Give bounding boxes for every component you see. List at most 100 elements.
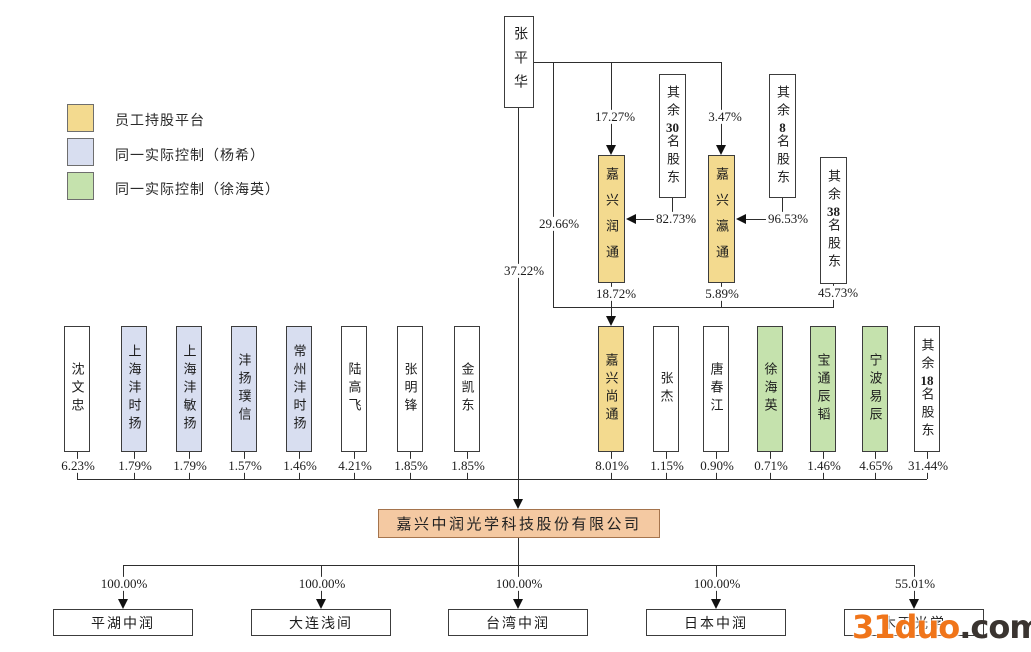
- subsidiary-pct: 100.00%: [98, 575, 150, 592]
- shareholder-box: 张明锋: [397, 326, 423, 452]
- shareholder-pct: 8.01%: [593, 457, 631, 474]
- shareholder-box: 宁波易辰: [862, 326, 888, 452]
- pct-qiyu8-to-yingtong: 96.53%: [765, 210, 811, 227]
- shareholder-box: 上海沣敏扬: [176, 326, 202, 452]
- shareholder-name: 沈文忠: [69, 362, 85, 416]
- shareholder-box: 宝通辰韬: [810, 326, 836, 452]
- entity-name-jiaxing-yingtong: 嘉兴瀛通: [714, 167, 729, 271]
- shareholder-box: 上海沣时扬: [121, 326, 147, 452]
- connector-zhang-to-runtong: [611, 62, 612, 145]
- watermark-brand: 31duo: [852, 608, 960, 646]
- other-18-pre: 其余: [919, 337, 935, 374]
- arrowhead-into-subsidiary: [316, 599, 326, 609]
- shareholder-pct: 31.44%: [905, 457, 951, 474]
- shareholder-name: 宝通辰韬: [815, 353, 831, 425]
- legend-swatch-esop: [67, 104, 94, 132]
- shareholder-name: 其余18名股东: [919, 337, 935, 441]
- shareholder-name: 常州沣时扬: [291, 344, 307, 434]
- entity-name-jiaxing-runtong: 嘉兴润通: [604, 167, 619, 271]
- shareholder-name: 唐春江: [708, 362, 724, 416]
- shareholder-box: 徐海英: [757, 326, 783, 452]
- other-8-post: 名股东: [775, 133, 790, 188]
- connector-qiyu8-to-yingtong: [746, 219, 782, 220]
- other-38-post: 名股东: [826, 218, 841, 272]
- connector-zhang-to-company: [518, 108, 519, 499]
- pct-yingtong-to-shangtong: 5.89%: [703, 285, 741, 302]
- shareholder-pct: 6.23%: [59, 457, 97, 474]
- other-30-post: 名股东: [665, 133, 680, 188]
- connector-into-shangtong: [611, 307, 612, 316]
- subsidiary-pct: 100.00%: [296, 575, 348, 592]
- shareholder-box: 金凯东: [454, 326, 480, 452]
- connector-top-horizontal: [534, 62, 722, 63]
- shareholder-box: 唐春江: [703, 326, 729, 452]
- legend-label-yangxi: 同一实际控制（杨希）: [115, 149, 265, 164]
- shareholder-pct: 1.15%: [648, 457, 686, 474]
- root-shareholder-name: 张平华: [512, 26, 527, 98]
- shareholder-pct: 4.21%: [336, 457, 374, 474]
- other-38-pre: 其余: [826, 169, 841, 205]
- entity-box-other-30-shareholders: 其余30名股东: [659, 74, 686, 198]
- subsidiary-name: 木下光学: [882, 616, 946, 632]
- other-8-num: 8: [779, 120, 786, 134]
- subsidiary-name: 日本中润: [684, 616, 748, 632]
- watermark: 31duo.com: [852, 608, 1031, 646]
- shareholder-name: 张杰: [658, 371, 674, 407]
- subsidiary-box: 平湖中润: [53, 609, 193, 636]
- entity-box-jiaxing-yingtong: 嘉兴瀛通: [708, 155, 735, 283]
- legend-label-esop: 员工持股平台: [115, 114, 205, 129]
- subsidiary-box: 木下光学: [844, 609, 984, 636]
- pct-zhang-to-runtong: 17.27%: [592, 108, 638, 125]
- connector-company-stem: [518, 538, 519, 565]
- other-18-num: 18: [920, 373, 934, 387]
- shareholder-pct: 4.65%: [857, 457, 895, 474]
- entity-name-other-30: 其余30名股东: [665, 84, 680, 188]
- connector-qiyu30-stem: [672, 198, 673, 219]
- connector-bus-shangtong: [553, 307, 834, 308]
- shareholder-name: 上海沣敏扬: [181, 344, 197, 434]
- arrowhead-into-runtong-side: [626, 214, 636, 224]
- root-shareholder-box: 张平华: [504, 16, 534, 108]
- entity-name-other-38: 其余38名股东: [826, 169, 841, 272]
- shareholder-box: 嘉兴尚通: [598, 326, 624, 452]
- shareholder-name: 宁波易辰: [867, 353, 883, 425]
- shareholder-box: 陆高飞: [341, 326, 367, 452]
- shareholder-pct: 1.85%: [392, 457, 430, 474]
- company-box: 嘉兴中润光学科技股份有限公司: [378, 509, 660, 538]
- shareholder-pct: 0.71%: [752, 457, 790, 474]
- subsidiary-name: 大连浅间: [289, 616, 353, 632]
- other-8-pre: 其余: [775, 84, 790, 121]
- pct-zhang-to-yingtong: 3.47%: [706, 108, 744, 125]
- shareholder-pct: 1.85%: [449, 457, 487, 474]
- other-30-pre: 其余: [665, 84, 680, 121]
- arrowhead-into-yingtong-side: [736, 214, 746, 224]
- shareholder-name: 徐海英: [762, 362, 778, 416]
- pct-qiyu38-to-shangtong: 45.73%: [815, 284, 861, 301]
- subsidiary-pct: 100.00%: [691, 575, 743, 592]
- subsidiary-name: 平湖中润: [91, 616, 155, 632]
- subsidiary-name: 台湾中润: [486, 616, 550, 632]
- arrowhead-into-runtong: [606, 145, 616, 155]
- arrowhead-into-subsidiary: [118, 599, 128, 609]
- shareholder-name: 上海沣时扬: [126, 344, 142, 434]
- subsidiary-pct: 55.01%: [892, 575, 938, 592]
- shareholder-pct: 0.90%: [698, 457, 736, 474]
- shareholder-name: 陆高飞: [346, 362, 362, 416]
- connector-zhang-to-bus1: [553, 62, 554, 307]
- shareholder-pct: 1.57%: [226, 457, 264, 474]
- arrowhead-into-subsidiary: [513, 599, 523, 609]
- subsidiary-box: 日本中润: [646, 609, 786, 636]
- shareholder-name: 沣扬璞信: [236, 353, 252, 425]
- shareholder-box: 其余18名股东: [914, 326, 940, 452]
- connector-qiyu8-stem: [782, 198, 783, 219]
- shareholder-box: 沣扬璞信: [231, 326, 257, 452]
- arrowhead-into-company: [513, 499, 523, 509]
- subsidiary-box: 大连浅间: [251, 609, 391, 636]
- pct-zhang-to-shangtong: 29.66%: [536, 215, 582, 232]
- legend-swatch-yangxi: [67, 138, 94, 166]
- other-30-num: 30: [666, 120, 679, 134]
- entity-box-other-8-shareholders: 其余8名股东: [769, 74, 796, 198]
- connector-zhang-to-yingtong: [721, 62, 722, 145]
- entity-name-other-8: 其余8名股东: [775, 84, 790, 188]
